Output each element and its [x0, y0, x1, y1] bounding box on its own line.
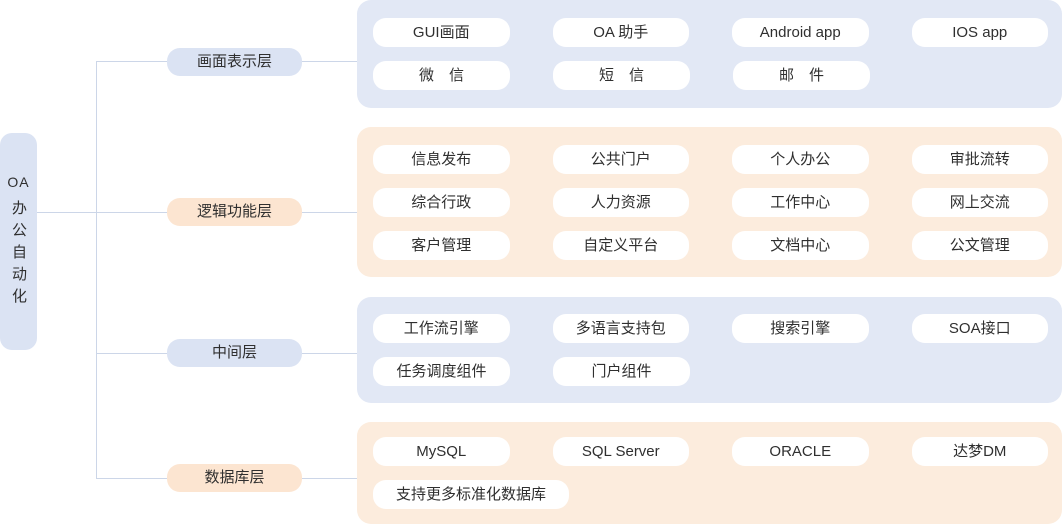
- panel-row: 任务调度组件 门户组件: [373, 357, 1048, 386]
- layer-item: ORACLE: [732, 437, 869, 466]
- layer-panel-presentation: GUI画面 OA 助手 Android app IOS app 微 信 短 信 …: [357, 0, 1062, 108]
- connector-trunk: [96, 61, 97, 478]
- root-node-oa: OA 办公自动化: [0, 133, 37, 350]
- root-node-subtitle: 办公自动化: [10, 199, 27, 310]
- layer-item: 任务调度组件: [373, 357, 510, 386]
- layer-label-database: 数据库层: [167, 464, 302, 492]
- panel-row: MySQL SQL Server ORACLE 达梦DM: [373, 437, 1048, 466]
- layer-item: IOS app: [911, 18, 1048, 47]
- layer-item: 文档中心: [732, 230, 869, 260]
- layer-item: OA 助手: [552, 18, 689, 47]
- layer-item: 门户组件: [553, 357, 690, 386]
- layer-label-logic: 逻辑功能层: [167, 198, 302, 226]
- panel-row: 客户管理 自定义平台 文档中心 公文管理: [373, 230, 1048, 260]
- panel-row: 支持更多标准化数据库: [373, 480, 1048, 509]
- layer-item: 搜索引擎: [732, 314, 869, 343]
- layer-item: 综合行政: [373, 187, 510, 217]
- layer-panel-logic: 信息发布 公共门户 个人办公 审批流转 综合行政 人力资源 工作中心 网上交流 …: [357, 127, 1062, 277]
- layer-item: 客户管理: [373, 230, 510, 260]
- layer-item: 多语言支持包: [552, 314, 689, 343]
- layer-item: 审批流转: [911, 144, 1048, 174]
- layer-item: 微 信: [373, 61, 510, 90]
- layer-item: 公文管理: [911, 230, 1048, 260]
- layer-item: 个人办公: [732, 144, 869, 174]
- layer-item: GUI画面: [373, 18, 510, 47]
- connector-root-branch: [37, 212, 96, 213]
- layer-item: 信息发布: [373, 144, 510, 174]
- panel-row: 微 信 短 信 邮 件: [373, 61, 1048, 90]
- layer-item: MySQL: [373, 437, 510, 466]
- layer-item: SQL Server: [552, 437, 689, 466]
- panel-row: 工作流引擎 多语言支持包 搜索引擎 SOA接口: [373, 314, 1048, 343]
- layer-item: 网上交流: [911, 187, 1048, 217]
- layer-item: 达梦DM: [911, 437, 1048, 466]
- panel-row: 信息发布 公共门户 个人办公 审批流转: [373, 144, 1048, 174]
- layer-panel-database: MySQL SQL Server ORACLE 达梦DM 支持更多标准化数据库: [357, 422, 1062, 524]
- panel-row: GUI画面 OA 助手 Android app IOS app: [373, 18, 1048, 47]
- layer-item: 自定义平台: [552, 230, 689, 260]
- panel-row: 综合行政 人力资源 工作中心 网上交流: [373, 187, 1048, 217]
- layer-item: 支持更多标准化数据库: [373, 480, 569, 509]
- layer-item: 邮 件: [733, 61, 870, 90]
- root-node-title: OA: [7, 173, 30, 190]
- layer-item: Android app: [732, 18, 869, 47]
- layer-item: 人力资源: [552, 187, 689, 217]
- layer-item: SOA接口: [911, 314, 1048, 343]
- layer-item: 工作流引擎: [373, 314, 510, 343]
- layer-item: 工作中心: [732, 187, 869, 217]
- layer-item: 短 信: [553, 61, 690, 90]
- layer-item: 公共门户: [552, 144, 689, 174]
- layer-panel-middle: 工作流引擎 多语言支持包 搜索引擎 SOA接口 任务调度组件 门户组件: [357, 297, 1062, 403]
- layer-label-presentation: 画面表示层: [167, 48, 302, 76]
- layer-label-middle: 中间层: [167, 339, 302, 367]
